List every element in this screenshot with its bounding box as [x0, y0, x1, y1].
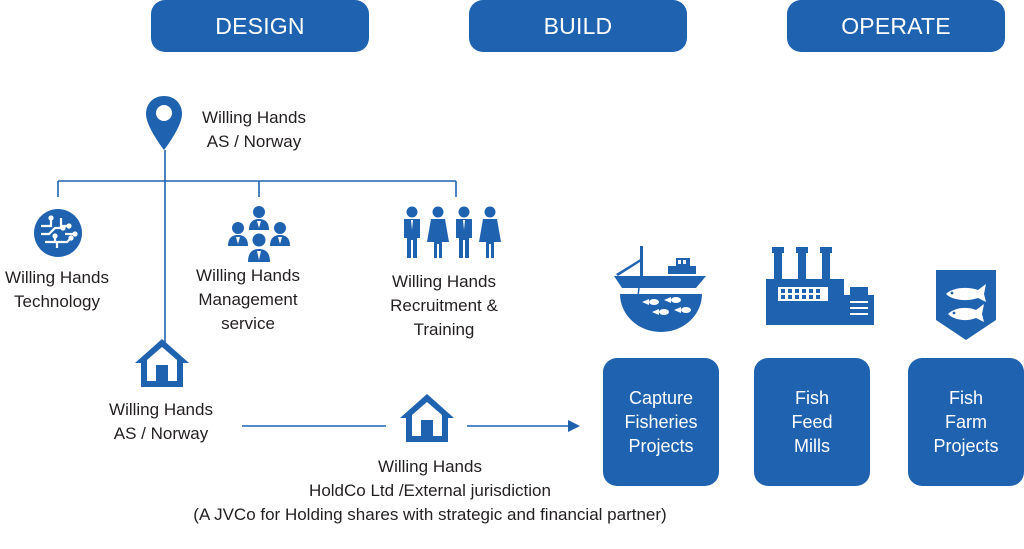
phase-operate: OPERATE [787, 0, 1005, 52]
arrow-head [568, 420, 580, 432]
team-people-icon [228, 206, 290, 262]
phase-build-label: BUILD [543, 12, 613, 39]
house-icon [400, 394, 454, 442]
fish-shield-icon [936, 270, 996, 340]
root-label: Willing Hands AS / Norway [202, 108, 306, 151]
recruitment-label: Willing Hands Recruitment & Training [390, 272, 498, 339]
fish-feed-mills-label: Fish Feed Mills [791, 388, 833, 456]
capture-fisheries-box: Capture Fisheries Projects [603, 358, 719, 486]
men-women-icon [404, 206, 501, 258]
map-pin-icon [146, 96, 182, 150]
as-norway-label: Willing Hands AS / Norway [109, 400, 213, 443]
phase-design-label: DESIGN [215, 12, 305, 39]
fish-farm-projects-label: Fish Farm Projects [933, 388, 999, 456]
factory-icon [766, 247, 874, 325]
fishing-boat-icon [614, 246, 706, 332]
phase-design: DESIGN [151, 0, 369, 52]
phase-build: BUILD [469, 0, 687, 52]
capture-fisheries-label: Capture Fisheries Projects [624, 388, 698, 456]
circuit-chip-icon [34, 209, 82, 257]
fish-feed-mills-box: Fish Feed Mills [754, 358, 870, 486]
technology-label: Willing Hands Technology [5, 268, 109, 311]
fish-farm-projects-box: Fish Farm Projects [908, 358, 1024, 486]
house-icon [135, 339, 189, 387]
phase-operate-label: OPERATE [841, 12, 951, 39]
management-label: Willing Hands Management service [196, 266, 300, 333]
holdco-label: Willing Hands HoldCo Ltd /External juris… [193, 457, 667, 524]
